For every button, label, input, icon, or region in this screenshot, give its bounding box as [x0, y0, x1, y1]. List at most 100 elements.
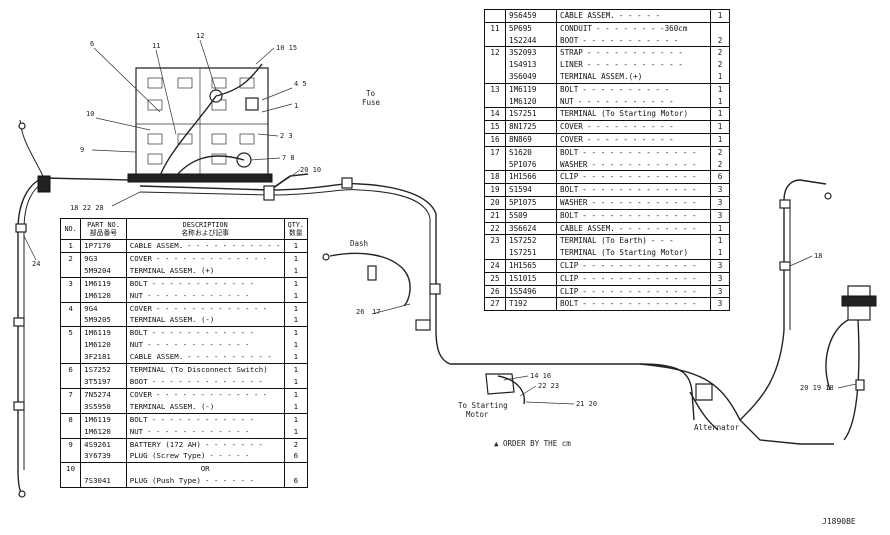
description: CLIP- - - - - - - - - - - - -: [556, 271, 711, 286]
quantity: 1: [710, 247, 730, 260]
description: BOLT- - - - - - - - - - - - -: [556, 145, 711, 159]
description: TERMINAL ASSEM. (+): [125, 264, 285, 278]
row-number-text: 26: [490, 286, 500, 296]
leader-dots: - - - - - - - - - - - - -: [582, 273, 697, 283]
quantity: 1: [283, 239, 309, 253]
description: OR: [125, 462, 285, 476]
description-text: PLUG (Push Type): [129, 476, 201, 486]
quantity-text: 1: [293, 265, 299, 275]
quantity: 2: [283, 437, 309, 451]
quantity: 1: [283, 351, 309, 364]
leader-dots: - - - - - - - - - - -: [187, 241, 281, 250]
quantity: 1: [710, 82, 730, 96]
part-number: 1M6119: [505, 82, 557, 96]
description-text: TERMINAL ASSEM. (+): [129, 265, 215, 275]
part-number: 5M9205: [80, 314, 127, 327]
description: NUT- - - - - - - - - - - -: [125, 425, 285, 438]
callout-10: 10: [86, 110, 94, 118]
quantity: 1: [283, 387, 309, 401]
quantity-text: 3: [717, 273, 723, 283]
description-text: CLIP: [560, 172, 579, 182]
quantity-text: 3: [717, 260, 723, 270]
row-number-text: 1: [68, 241, 73, 250]
leader-dots: - - - - - - - - - - -: [586, 60, 683, 70]
callout-12: 12: [196, 32, 204, 40]
part-number: 9G3: [80, 251, 127, 265]
part-number: 9G4: [80, 301, 127, 315]
quantity-text: 6: [717, 172, 723, 182]
description: LINER- - - - - - - - - - -: [556, 59, 711, 71]
description-text: TERMINAL (To Earth): [560, 236, 647, 246]
description: TERMINAL ASSEM. (-): [125, 314, 285, 327]
quantity: 1: [283, 425, 309, 438]
part-number-text: 3S6624: [509, 223, 537, 233]
description: CABLE ASSEM.- - - - -: [556, 9, 711, 23]
row-number-text: 8: [68, 414, 73, 424]
callout-14-16: 14 16: [530, 372, 551, 380]
row-number: [59, 425, 82, 438]
part-number-text: 4S9261: [84, 439, 111, 449]
battery-box: [127, 63, 273, 183]
description-text: BOOT: [560, 35, 579, 45]
description-text: WASHER: [560, 197, 588, 207]
quantity: 1: [283, 289, 309, 303]
description-text: CABLE ASSEM.: [129, 352, 184, 362]
quantity-text: 3: [717, 286, 723, 296]
quantity: 1: [710, 132, 730, 147]
quantity: 6: [710, 170, 730, 184]
header-part-no-text: PART NO.: [87, 221, 120, 229]
description-text: TERMINAL ASSEM. (-): [129, 401, 215, 411]
part-number-text: 1S7252: [509, 236, 537, 246]
description-text: BOLT: [560, 210, 579, 220]
leader-dots: - - - - - - - - - - - - -: [582, 210, 697, 220]
part-number-text: 1S4913: [509, 60, 537, 70]
header-description-jp: 名称および記事: [181, 229, 229, 237]
quantity: 1: [283, 412, 309, 426]
header-no-text: NO.: [64, 225, 77, 233]
part-number: 1H1565: [505, 258, 557, 273]
description: CABLE ASSEM.- - - - - - - - - -: [125, 351, 285, 364]
quantity-text: 3: [717, 299, 723, 309]
row-number: 25: [484, 271, 506, 286]
description-text: PLUG (Screw Type): [129, 451, 206, 461]
quantity-text: 1: [293, 365, 299, 375]
part-number-text: S1620: [509, 147, 532, 157]
description: PLUG (Push Type)- - - - - -: [125, 475, 285, 488]
part-number: 3F2181: [80, 351, 127, 364]
description: NUT- - - - - - - - - - -: [556, 95, 711, 108]
part-number-text: 5M9204: [84, 265, 111, 275]
row-number: [484, 59, 506, 71]
description: BOLT- - - - - - - - - - - - -: [556, 297, 711, 311]
row-number-text: 3: [68, 278, 73, 288]
row-number: [484, 247, 506, 260]
description: COVER- - - - - - - - - - - - -: [125, 301, 285, 315]
part-number-text: 5S09: [509, 210, 528, 220]
quantity: 3: [710, 271, 730, 286]
row-number: [59, 264, 82, 278]
row-number: [59, 400, 82, 414]
callout-18-22-28: 18 22 28: [70, 204, 104, 212]
part-number-text: 3F2181: [84, 352, 111, 362]
row-number: 24: [484, 258, 506, 273]
description: BATTERY (172 AH)- - - - - - -: [125, 437, 285, 451]
quantity: 1: [710, 70, 730, 84]
header-qty: QTY.数量: [283, 218, 309, 240]
description-text: BOLT: [560, 147, 579, 157]
callout-7-8: 7 8: [282, 154, 295, 162]
part-number: S1620: [505, 145, 557, 159]
